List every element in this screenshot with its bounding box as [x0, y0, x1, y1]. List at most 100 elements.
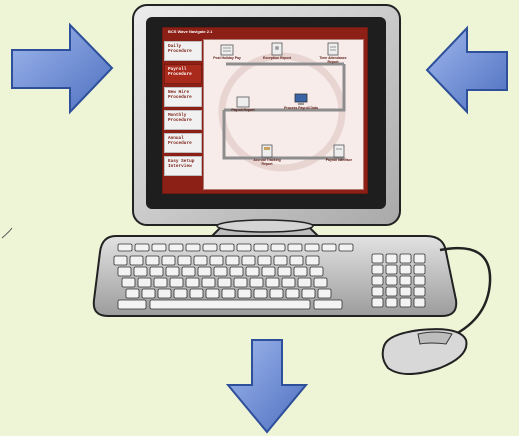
step-time-attendance-report[interactable]: Time Attendance Report: [316, 42, 350, 64]
step-accrual-tracking-report[interactable]: Accrual Tracking Report: [250, 144, 284, 166]
keyboard-key: [241, 255, 256, 266]
step-label: Payroll Interface: [325, 158, 353, 162]
keyboard-key: [338, 243, 354, 252]
keyboard-key: [385, 253, 398, 264]
keyboard-key: [265, 277, 280, 288]
step-post-holiday-pay[interactable]: Post Holiday Pay: [210, 44, 244, 60]
keyboard-key: [269, 288, 284, 299]
step-label: Process Payroll Data: [284, 106, 318, 110]
procedure-nav: Daily Procedure Payroll Procedure New Hi…: [164, 41, 202, 192]
keyboard-key: [217, 277, 232, 288]
keyboard-key: [273, 255, 288, 266]
keyboard-key: [209, 255, 224, 266]
keyboard-key: [202, 243, 218, 252]
keyboard-key: [213, 266, 228, 277]
keyboard-key: [281, 277, 296, 288]
keyboard-key: [371, 297, 384, 308]
keyboard-key: [169, 277, 184, 288]
keyboard-key: [309, 266, 324, 277]
keyboard-key: [117, 266, 132, 277]
keyboard-key: [413, 297, 426, 308]
keyboard-key: [317, 288, 332, 299]
stray-mark: [1, 227, 13, 239]
keyboard-key: [385, 297, 398, 308]
step-payroll-report[interactable]: Payroll Report: [226, 96, 260, 112]
keyboard-key: [133, 266, 148, 277]
nav-item-easy-setup[interactable]: Easy Setup Interview: [164, 156, 202, 176]
nav-item-annual[interactable]: Annual Procedure: [164, 133, 202, 153]
step-label: Time Attendance Report: [319, 56, 347, 64]
keyboard-key: [371, 253, 384, 264]
document-icon: [236, 96, 250, 108]
keyboard-icon: [92, 235, 458, 317]
keyboard-key: [287, 243, 303, 252]
step-process-payroll-data[interactable]: Process Payroll Data: [284, 92, 318, 110]
keyboard-key: [137, 277, 152, 288]
keyboard-key: [117, 243, 133, 252]
keyboard-key: [201, 277, 216, 288]
step-label: Post Holiday Pay: [213, 56, 241, 60]
keyboard-key: [304, 243, 320, 252]
keyboard-key: [185, 243, 201, 252]
keyboard-key: [181, 266, 196, 277]
keyboard-key: [270, 243, 286, 252]
keyboard-key: [399, 297, 412, 308]
keyboard-key: [151, 243, 167, 252]
step-label: Accrual Tracking Report: [253, 158, 281, 166]
app-body: Daily Procedure Payroll Procedure New Hi…: [163, 36, 367, 193]
keyboard-key: [117, 299, 147, 310]
mouse-icon: [381, 328, 468, 375]
keyboard-key: [129, 255, 144, 266]
keyboard-key: [125, 288, 140, 299]
keyboard-key: [371, 264, 384, 275]
keyboard-key: [185, 277, 200, 288]
nav-item-payroll[interactable]: Payroll Procedure: [164, 64, 202, 84]
keyboard-key: [145, 255, 160, 266]
keyboard-key: [245, 266, 260, 277]
keyboard-key: [233, 277, 248, 288]
keyboard-key: [149, 299, 311, 310]
keyboard-key: [277, 266, 292, 277]
keyboard-key: [297, 277, 312, 288]
document-icon: [333, 144, 345, 158]
keyboard-key: [399, 264, 412, 275]
keyboard-key: [413, 253, 426, 264]
keyboard-key: [168, 243, 184, 252]
keyboard-key: [153, 277, 168, 288]
keyboard-key: [301, 288, 316, 299]
nav-item-new-hire[interactable]: New Hire Procedure: [164, 87, 202, 107]
workflow-panel: Post Holiday Pay Exception Report Time A…: [203, 39, 364, 190]
keyboard-key: [225, 255, 240, 266]
keyboard-key: [289, 255, 304, 266]
keyboard-key: [165, 266, 180, 277]
keyboard-key: [413, 264, 426, 275]
keyboard-key: [229, 266, 244, 277]
keyboard-key: [237, 288, 252, 299]
keyboard-key: [399, 286, 412, 297]
keyboard-key: [221, 288, 236, 299]
keyboard-key: [385, 275, 398, 286]
keyboard-key: [249, 277, 264, 288]
keyboard-key: [293, 266, 308, 277]
nav-item-daily[interactable]: Daily Procedure: [164, 41, 202, 61]
keyboard-key: [399, 275, 412, 286]
keyboard-key: [253, 243, 269, 252]
workflow-flowlines: [218, 52, 346, 172]
keyboard-key: [257, 255, 272, 266]
nav-item-monthly[interactable]: Monthly Procedure: [164, 110, 202, 130]
keyboard-key: [161, 255, 176, 266]
keyboard-key: [149, 266, 164, 277]
app-title: BCS Wave Navigate 2.1: [163, 28, 367, 36]
keyboard-key: [141, 288, 156, 299]
app-window: BCS Wave Navigate 2.1 Daily Procedure Pa…: [162, 27, 368, 194]
document-icon: [327, 42, 339, 56]
keyboard-key: [177, 255, 192, 266]
keyboard-key: [236, 243, 252, 252]
step-exception-report[interactable]: Exception Report: [260, 42, 294, 60]
step-payroll-interface[interactable]: Payroll Interface: [322, 144, 356, 162]
keyboard-key: [313, 299, 343, 310]
keyboard-key: [413, 286, 426, 297]
keyboard-key: [385, 286, 398, 297]
keyboard-key: [413, 275, 426, 286]
keyboard-key: [313, 277, 328, 288]
